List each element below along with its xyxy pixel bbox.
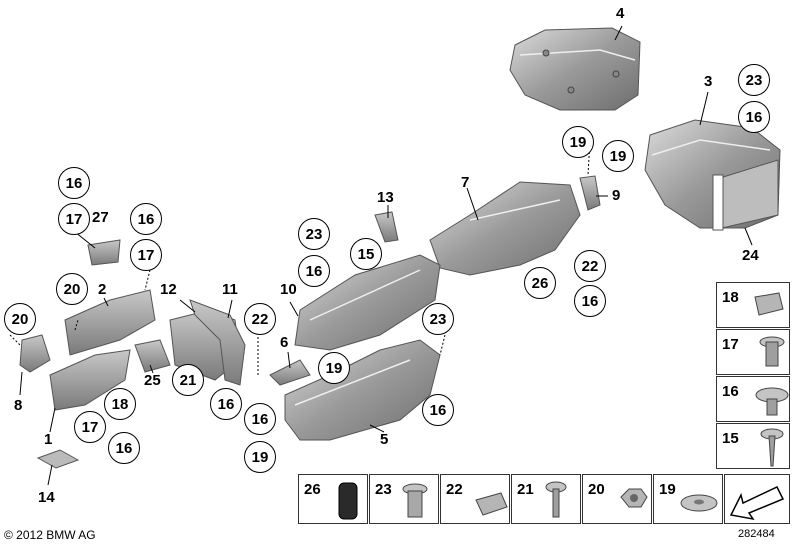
hex-nut-icon (620, 488, 648, 508)
heat-shield-part-5 (284, 339, 441, 441)
callout-19: 19 (318, 352, 350, 384)
shield-part-8 (19, 334, 51, 373)
label-12: 12 (160, 281, 177, 298)
copyright-text: © 2012 BMW AG (4, 528, 96, 542)
callout-18: 18 (104, 388, 136, 420)
legend-item-rubber-buffer: 26 (298, 474, 368, 524)
legend-item-collar-nut: 16 (716, 376, 790, 422)
callout-16: 16 (108, 432, 140, 464)
label-9: 9 (612, 187, 621, 204)
clip-nut-icon (754, 292, 784, 316)
label-11: 11 (222, 281, 238, 298)
legend-item-expanding-rivet: 17 (716, 329, 790, 375)
legend-item-screw: 15 (716, 423, 790, 469)
direction-arrow-icon (729, 486, 785, 521)
heat-shield-part-3 (644, 119, 781, 231)
callout-19: 19 (602, 140, 634, 172)
callout-15: 15 (350, 238, 382, 270)
screw-icon (760, 428, 784, 467)
label-25: 25 (144, 372, 161, 389)
label-10: 10 (280, 281, 297, 298)
callout-16: 16 (422, 394, 454, 426)
washer-icon (680, 494, 718, 512)
legend-item-hex-screw: 21 (511, 474, 581, 524)
legend-direction-arrow (724, 474, 790, 524)
callout-16: 16 (738, 101, 770, 133)
collar-nut-icon (755, 387, 789, 416)
legend-number: 23 (375, 481, 392, 498)
legend-number: 18 (722, 289, 739, 306)
shield-part-6 (269, 359, 311, 386)
callout-17: 17 (58, 203, 90, 235)
callout-16: 16 (574, 285, 606, 317)
leader-lines (9, 25, 753, 486)
label-2: 2 (98, 281, 107, 298)
callout-20: 20 (4, 303, 36, 335)
legend-item-clip-nut: 18 (716, 282, 790, 328)
bracket-part-27 (87, 239, 121, 266)
label-5: 5 (380, 431, 389, 448)
expanding-rivet-icon (759, 336, 785, 367)
label-24: 24 (742, 247, 759, 264)
hex-screw-icon (545, 481, 567, 518)
legend-number: 21 (517, 481, 534, 498)
label-13: 13 (377, 189, 394, 206)
callout-20: 20 (56, 273, 88, 305)
legend-item-expanding-nut: 23 (369, 474, 439, 524)
shield-part-2 (64, 289, 156, 356)
callout-23: 23 (422, 303, 454, 335)
legend-number: 15 (722, 430, 739, 447)
label-6: 6 (280, 334, 289, 351)
legend-number: 26 (304, 481, 321, 498)
callout-16: 16 (244, 403, 276, 435)
bracket-part-13 (374, 211, 399, 243)
callout-22: 22 (574, 250, 606, 282)
callout-19: 19 (244, 441, 276, 473)
heat-shield-part-7 (429, 181, 581, 276)
label-27: 27 (92, 209, 109, 226)
legend-number: 17 (722, 336, 739, 353)
shield-part-11 (189, 299, 246, 386)
image-number: 282484 (738, 528, 775, 540)
callout-17: 17 (74, 411, 106, 443)
shield-part-25 (134, 339, 171, 373)
callout-16: 16 (130, 203, 162, 235)
legend-number: 22 (446, 481, 463, 498)
legend-item-hex-nut: 20 (582, 474, 652, 524)
label-7: 7 (461, 174, 470, 191)
callout-16: 16 (58, 167, 90, 199)
callout-16: 16 (298, 255, 330, 287)
rubber-buffer-icon (338, 482, 358, 520)
legend-item-spring-nut: 22 (440, 474, 510, 524)
callout-21: 21 (172, 364, 204, 396)
heat-shield-part-4 (509, 27, 641, 111)
legend-number: 19 (659, 481, 676, 498)
callout-23: 23 (738, 64, 770, 96)
spring-nut-icon (475, 492, 508, 516)
label-14: 14 (38, 489, 55, 506)
callout-17: 17 (130, 239, 162, 271)
legend-number: 20 (588, 481, 605, 498)
callout-16: 16 (210, 388, 242, 420)
legend-number: 16 (722, 383, 739, 400)
label-1: 1 (44, 431, 53, 448)
bracket-part-9 (579, 175, 601, 211)
expanding-nut-icon (402, 483, 428, 518)
label-8: 8 (14, 397, 23, 414)
callout-23: 23 (298, 218, 330, 250)
heat-shield-part-10 (294, 254, 441, 351)
label-3: 3 (704, 73, 713, 90)
callout-19: 19 (562, 126, 594, 158)
callout-22: 22 (244, 303, 276, 335)
callout-26: 26 (524, 267, 556, 299)
legend-item-washer: 19 (653, 474, 723, 524)
pad-part-14 (36, 449, 80, 469)
label-4: 4 (616, 5, 625, 22)
